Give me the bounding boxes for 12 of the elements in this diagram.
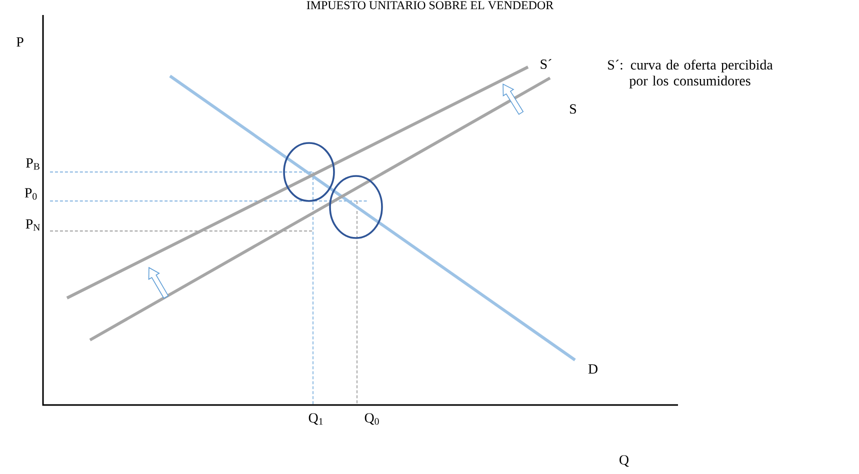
price-label: P$_{N}$ xyxy=(26,219,40,231)
curve-label: S xyxy=(570,104,576,114)
price-label: P$_{0}$ xyxy=(24,188,37,200)
note-text: S´: curva de oferta percibida por los consumidores xyxy=(608,60,773,88)
axis-label: P xyxy=(16,37,24,47)
quantity-label: Q$_{0}$ xyxy=(364,413,379,425)
axis-label: Q xyxy=(620,455,629,467)
chart-title: IMPUESTO UNITARIO SOBRE EL VENDEDOR xyxy=(306,1,554,10)
curve-label: D xyxy=(588,364,598,374)
price-label: P$_{B}$ xyxy=(26,158,40,170)
quantity-label: Q$_{1}$ xyxy=(308,413,323,425)
curve-label: S´ xyxy=(540,59,552,69)
